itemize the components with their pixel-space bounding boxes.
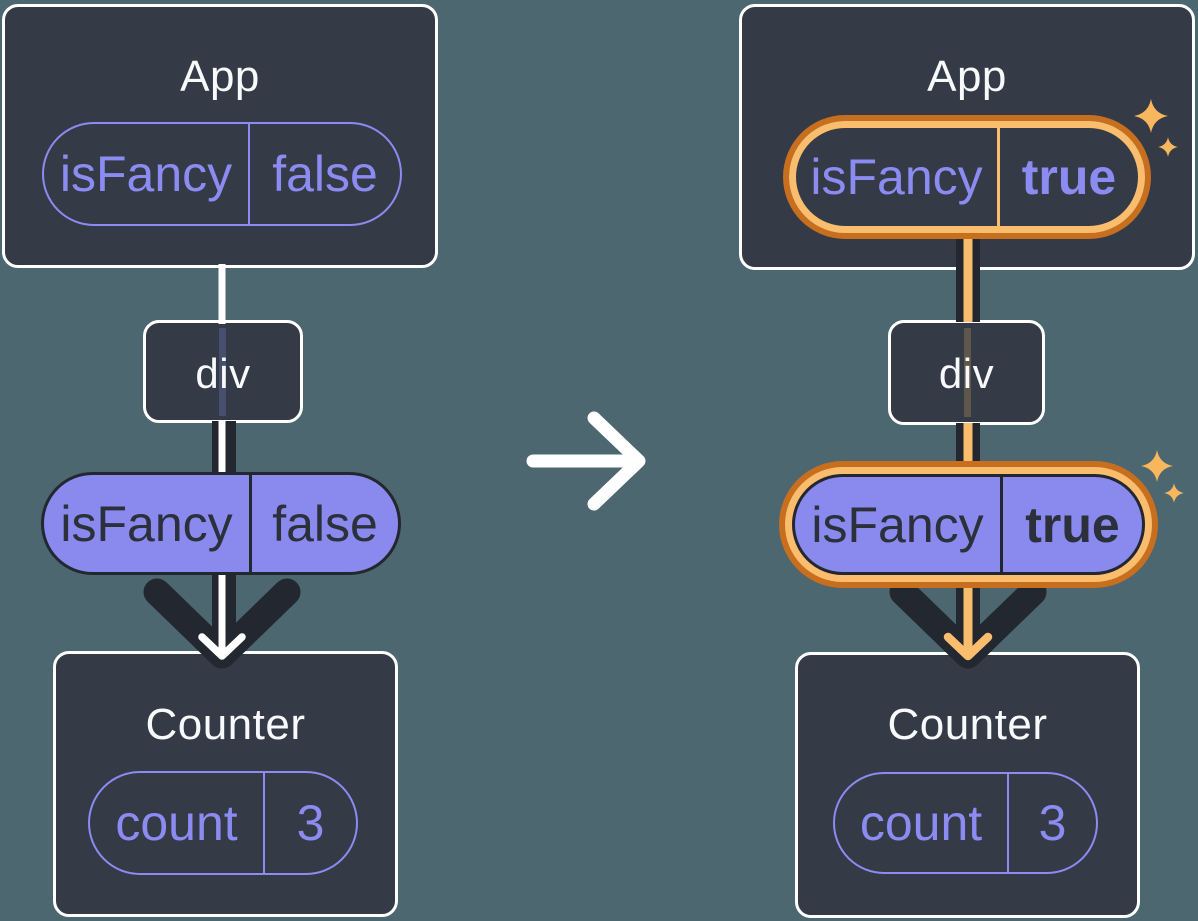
- right-app-prop-value: true: [997, 128, 1138, 226]
- left-app-prop-pill: isFancy false: [42, 122, 402, 226]
- left-div-box: [143, 320, 303, 423]
- left-app-div-edge: [218, 264, 226, 324]
- right-app-title: App: [927, 52, 1007, 101]
- right-counter-state-pill: count 3: [833, 772, 1098, 874]
- right-counter-state-name: count: [859, 795, 983, 851]
- right-passed-prop-pill: isFancy true: [792, 474, 1145, 575]
- left-app-title: App: [180, 52, 260, 101]
- left-counter-state-value: 3: [263, 773, 356, 873]
- right-counter-state-value: 3: [1007, 774, 1096, 872]
- left-passed-prop-value: false: [249, 475, 398, 572]
- right-passed-prop-name: isFancy: [811, 496, 984, 553]
- right-passed-prop-value: true: [1000, 477, 1142, 572]
- left-counter-state-pill: count 3: [88, 771, 358, 875]
- left-div-label: div: [195, 350, 251, 397]
- transition-arrow-icon: [526, 411, 646, 511]
- left-passed-prop-name: isFancy: [60, 495, 233, 552]
- right-div-label: div: [938, 350, 995, 397]
- right-prop-flow-arrow: [889, 230, 1047, 669]
- left-passed-prop-pill: isFancy false: [41, 472, 401, 575]
- left-counter-title: Counter: [145, 700, 306, 749]
- right-app-prop-pill: isFancy true: [789, 121, 1145, 233]
- left-counter-state-name: count: [115, 795, 238, 851]
- left-app-prop-name: isFancy: [59, 146, 233, 202]
- right-app-prop-name: isFancy: [810, 149, 983, 205]
- left-app-prop-value: false: [248, 124, 400, 224]
- right-counter-title: Counter: [887, 700, 1048, 749]
